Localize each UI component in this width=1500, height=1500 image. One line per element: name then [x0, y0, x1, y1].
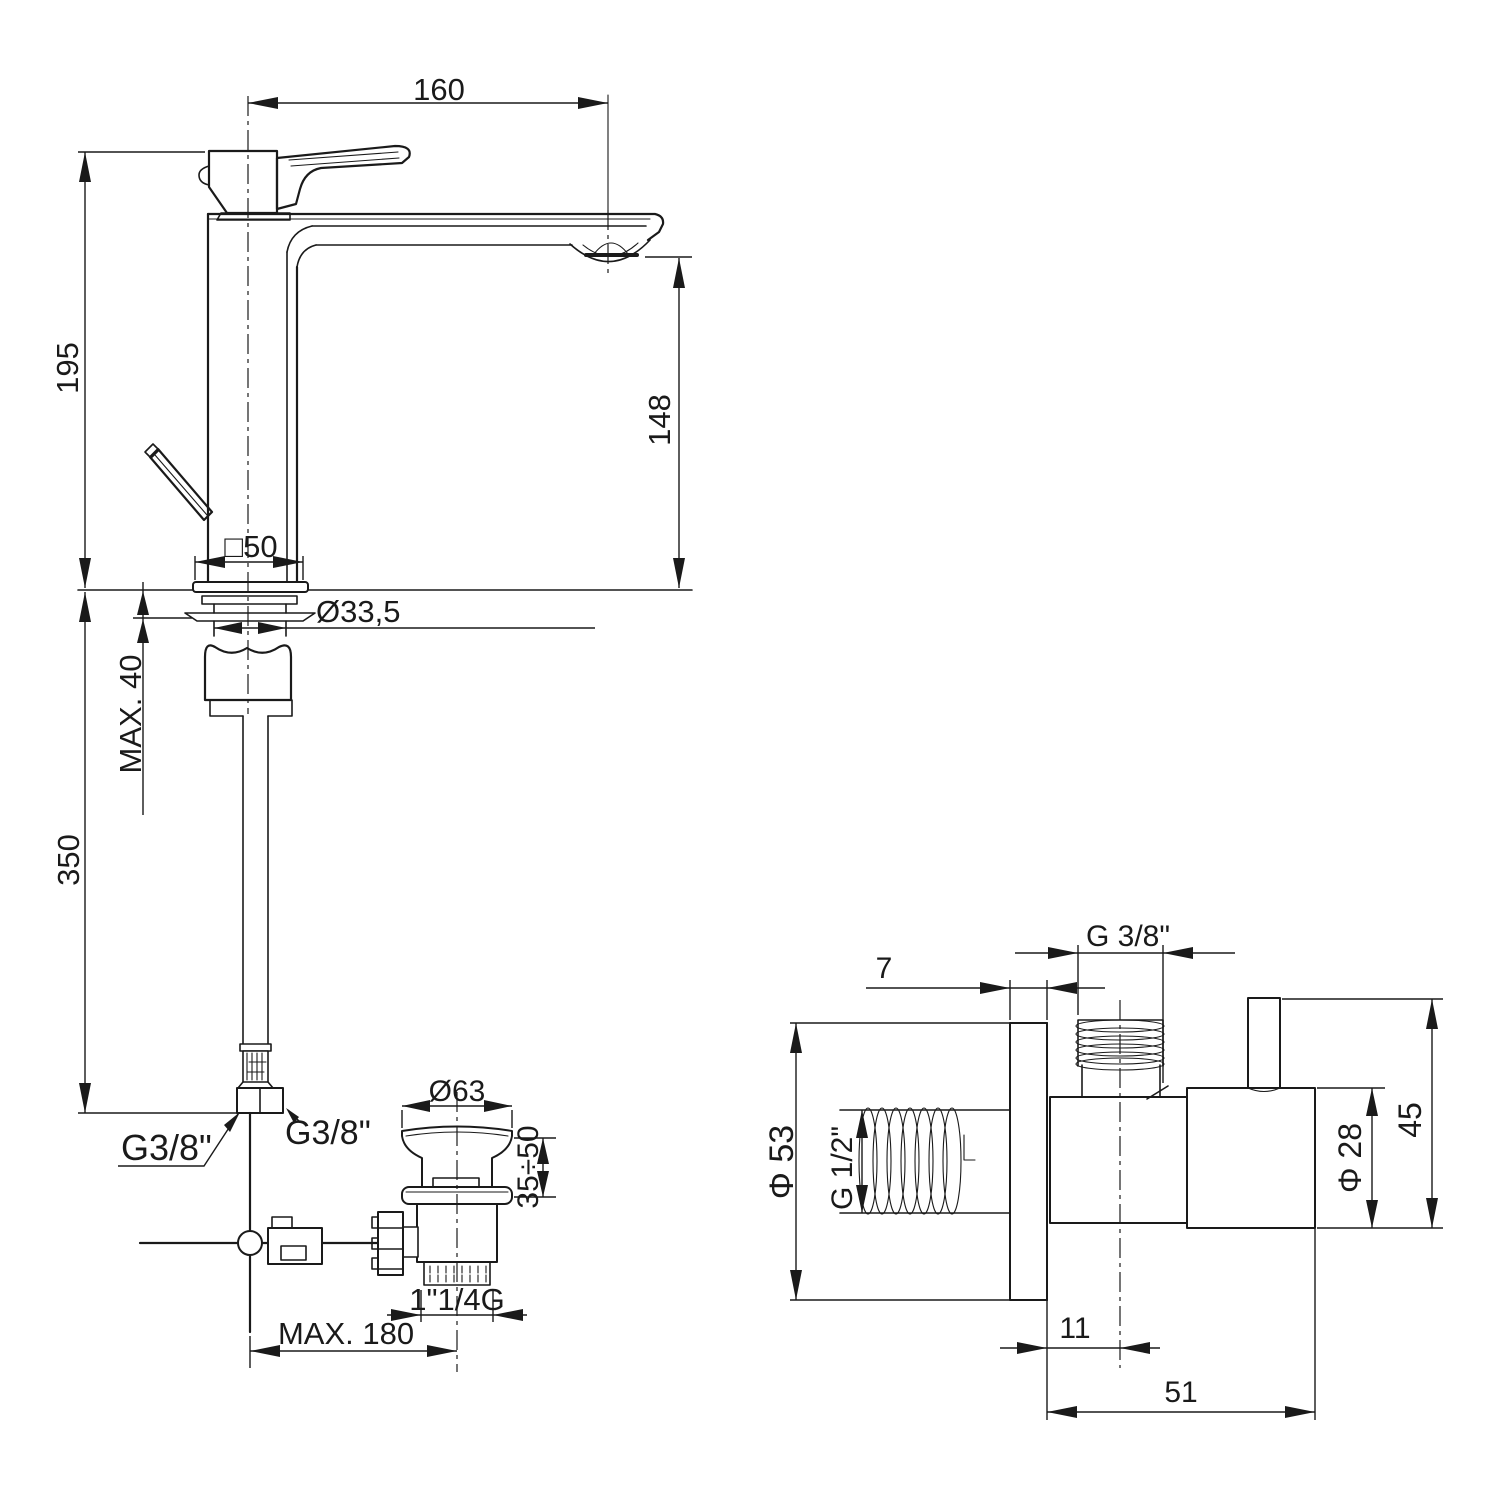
- spout-join-inner: [296, 244, 317, 268]
- handle-side-button: [198, 165, 210, 186]
- waste-coupling-nut: [377, 1211, 404, 1276]
- valve-body: [1049, 1096, 1188, 1224]
- coupling-nut-teeth: [371, 1216, 379, 1270]
- spout-join-outer: [286, 225, 313, 253]
- knob-stem: [1247, 997, 1281, 1089]
- waste-tail-thread: [429, 1265, 487, 1283]
- dim-arrows-51: [1047, 1406, 1315, 1418]
- handle-base-block: [207, 149, 279, 215]
- dim-arrows-max40: [137, 591, 149, 643]
- dim-waste-height-range: 35÷50: [512, 1125, 545, 1208]
- basin-mixer-view: 160 195 148 □50 Ø33,5 MAX. 40 350 G3/8" …: [50, 72, 693, 1372]
- popup-knob-cap: [144, 443, 160, 459]
- washer-lower: [184, 612, 316, 622]
- label-hose-connection-right: G3/8": [285, 1114, 371, 1152]
- aerator-dome-arc: [593, 242, 629, 255]
- spout-top: [206, 212, 665, 242]
- threaded-shank: [213, 603, 287, 637]
- shank-step: [209, 699, 293, 717]
- dim-total-depth: 51: [1164, 1376, 1197, 1409]
- dim-line-d53: [790, 1022, 1048, 1301]
- handle-lever: [275, 144, 411, 211]
- washer-upper: [201, 595, 298, 605]
- dim-max-deck-thickness: MAX. 40: [113, 655, 148, 774]
- inlet-pipe: [839, 1109, 1011, 1214]
- dim-spout-outlet-height: 148: [642, 394, 677, 446]
- dim-inlet-thread: G 1/2": [826, 1126, 859, 1210]
- dim-plate-thickness: 7: [876, 952, 893, 985]
- dim-arrows-d28: [1366, 1088, 1378, 1228]
- dim-height: 45: [1392, 1102, 1428, 1138]
- angle-valve-view: G 3/8" 7 Φ 53 G 1/2" Φ 28 45 11 51: [763, 920, 1443, 1420]
- dim-arrows-d335: [214, 622, 286, 634]
- rod-ball-joint: [237, 1230, 263, 1256]
- waste-plug-stem: [432, 1177, 480, 1188]
- leader-arrow-g38-right: [286, 1108, 299, 1123]
- popup-waste: [371, 1125, 513, 1286]
- dim-line-350: [78, 592, 237, 1114]
- dim-outlet-thread: G 3/8": [1086, 920, 1170, 953]
- dim-flange-diameter: Φ 53: [763, 1125, 801, 1199]
- dim-arrows-11: [1017, 1342, 1150, 1354]
- hose-braid-ribs: [246, 1052, 267, 1081]
- dim-knob-diameter: Φ 28: [1332, 1123, 1368, 1193]
- aerator-outer-arc: [569, 239, 651, 263]
- dim-line-51: [1047, 1228, 1316, 1420]
- popup-knob-detail: [154, 454, 208, 516]
- rod-clamp-tab: [271, 1216, 293, 1229]
- dim-waste-plug-diameter: Ø63: [429, 1075, 486, 1108]
- dim-arrows-g12: [856, 1110, 868, 1213]
- chamfer-tick: [1146, 1085, 1169, 1100]
- waste-side-port: [402, 1226, 419, 1258]
- thread-runout-mark: [963, 1134, 976, 1161]
- dim-line-max180: [249, 1336, 457, 1368]
- waste-plug-cap: [401, 1125, 513, 1188]
- dim-arrows-114g: [391, 1309, 523, 1321]
- inlet-thread-coils: [858, 1107, 962, 1215]
- coupling-nut-ribs: [377, 1227, 404, 1270]
- dim-body-height: 195: [50, 342, 85, 394]
- supply-hose: [242, 715, 269, 1045]
- leader-g38-left: [118, 1113, 239, 1167]
- dim-spout-reach: 160: [413, 72, 465, 107]
- dim-line-148: [645, 256, 692, 588]
- base-plate: [192, 581, 309, 593]
- waste-tail: [423, 1261, 491, 1286]
- dim-hose-drop: 350: [51, 834, 86, 886]
- valve-knob: [1186, 1087, 1316, 1229]
- label-hose-connection-left: G3/8": [121, 1127, 212, 1168]
- handle-lever-detail: [288, 151, 400, 167]
- wall-flange: [1009, 1022, 1048, 1301]
- dim-arrows-7: [980, 982, 1077, 994]
- stem-base-fillet: [1247, 1087, 1281, 1093]
- dim-rod-max-reach: MAX. 180: [278, 1316, 414, 1351]
- dim-line-195: [78, 151, 205, 588]
- dim-line-45: [1282, 998, 1443, 1229]
- leader-arrow-g38-left: [224, 1112, 240, 1132]
- dim-waste-thread: 1"1/4G: [409, 1282, 504, 1317]
- mounting-nut: [203, 644, 293, 702]
- dim-outlet-offset: 11: [1059, 1312, 1090, 1345]
- dim-arrows-d63: [402, 1100, 512, 1112]
- rod-clamp-hole: [280, 1245, 307, 1261]
- dim-shank-diameter: Ø33,5: [316, 594, 400, 629]
- dim-arrows-g38: [1048, 947, 1193, 959]
- dim-arrows-3550: [537, 1138, 549, 1197]
- cartridge-collar: [216, 212, 291, 221]
- popup-knob-rod: [148, 447, 214, 522]
- hose-collar: [239, 1043, 272, 1052]
- dim-base-square: □50: [224, 529, 277, 564]
- dim-arrows-sq50: [195, 556, 303, 568]
- dim-arrows-d53: [790, 1023, 802, 1300]
